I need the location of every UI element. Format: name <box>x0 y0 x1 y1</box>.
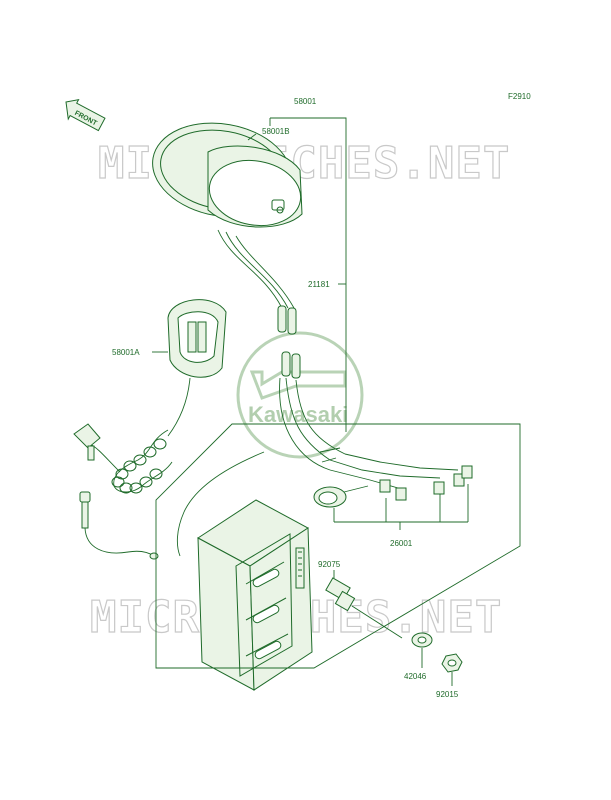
part-label-26001: 26001 <box>390 539 413 548</box>
bolt-92075 <box>325 577 403 639</box>
radio-unit <box>197 499 313 691</box>
part-label-58001A: 58001A <box>112 348 140 357</box>
figure-id: F2910 <box>508 92 531 101</box>
part-label-92075: 92075 <box>318 560 341 569</box>
box-wire <box>176 451 265 557</box>
part-label-92015: 92015 <box>436 690 459 699</box>
brand-text: Kawasaki <box>248 402 348 427</box>
kawasaki-logo: Kawasaki <box>236 331 364 459</box>
washer-42046 <box>411 632 433 648</box>
lead-wire <box>79 491 159 560</box>
nut-92015 <box>441 653 463 673</box>
harness-21181 <box>279 351 473 508</box>
front-arrow-icon: FRONT <box>65 98 106 132</box>
part-label-21181: 21181 <box>308 280 330 289</box>
coiled-cord <box>73 423 173 494</box>
part-label-58001B: 58001B <box>262 127 290 136</box>
part-label-58001: 58001 <box>294 97 317 106</box>
speaker-58001B <box>152 122 303 228</box>
leader-lines <box>152 117 521 686</box>
microphone-58001A <box>167 299 227 437</box>
part-label-42046: 42046 <box>404 672 427 681</box>
speaker-wires <box>217 229 297 335</box>
